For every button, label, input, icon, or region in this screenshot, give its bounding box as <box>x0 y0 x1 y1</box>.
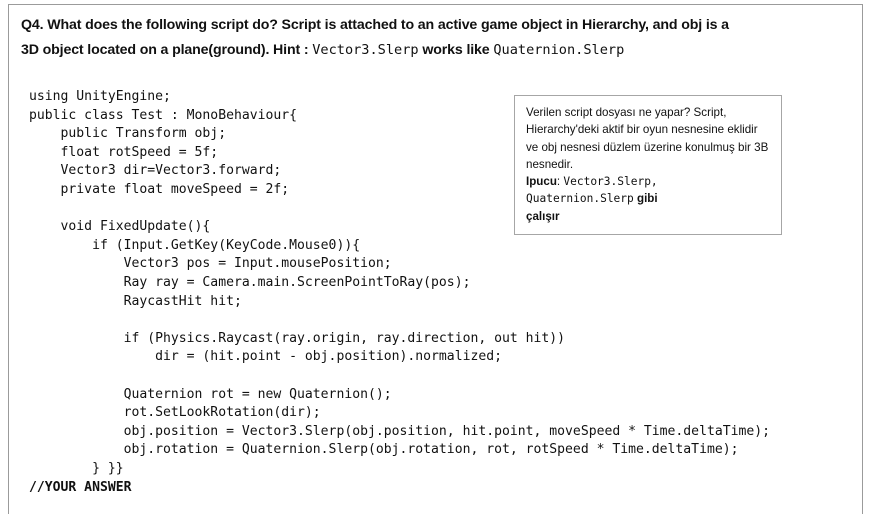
translation-hint-code-1: Vector3.Slerp, <box>563 175 658 189</box>
hint-code-vector3-slerp: Vector3.Slerp <box>312 42 419 58</box>
code-line: rot.SetLookRotation(dir); <box>29 405 321 421</box>
translation-hint-line-2: çalışır <box>526 208 771 225</box>
question-prompt-hint-prefix: 3D object located on a plane(ground). Hi… <box>21 42 309 58</box>
code-listing: using UnityEngine; public class Test : M… <box>29 88 859 497</box>
code-line: Ray ray = Camera.main.ScreenPointToRay(p… <box>29 275 471 291</box>
translation-hint-label: Ipucu <box>526 175 557 189</box>
code-line: if (Physics.Raycast(ray.origin, ray.dire… <box>29 330 566 346</box>
code-line: float rotSpeed = 5f; <box>29 144 219 160</box>
code-line: private float moveSpeed = 2f; <box>29 182 290 198</box>
code-line: } }} <box>29 460 124 476</box>
code-line: public class Test : MonoBehaviour{ <box>29 107 298 123</box>
code-line: Vector3 dir=Vector3.forward; <box>29 163 282 179</box>
code-line: Quaternion rot = new Quaternion(); <box>29 386 392 402</box>
question-prompt-line-2: 3D object located on a plane(ground). Hi… <box>21 38 851 63</box>
code-line: obj.position = Vector3.Slerp(obj.positio… <box>29 423 771 439</box>
translation-hint-line: Ipucu: Vector3.Slerp, Quaternion.Slerp g… <box>526 173 771 208</box>
answer-placeholder-line: //YOUR ANSWER <box>29 479 132 495</box>
translation-hint-code-2: Quaternion.Slerp <box>526 192 634 206</box>
question-sheet: Q4. What does the following script do? S… <box>8 4 863 514</box>
code-line: if (Input.GetKey(KeyCode.Mouse0)){ <box>29 237 361 253</box>
translation-hint-suffix-2: çalışır <box>526 209 560 223</box>
code-line: Vector3 pos = Input.mousePosition; <box>29 256 392 272</box>
question-prompt-line-1: Q4. What does the following script do? S… <box>21 17 729 33</box>
translation-hint-separator: : <box>556 175 564 189</box>
question-prompt: Q4. What does the following script do? S… <box>21 13 851 63</box>
translation-callout: Verilen script dosyası ne yapar? Script,… <box>514 95 782 236</box>
hint-code-quaternion-slerp: Quaternion.Slerp <box>493 42 625 58</box>
code-line: obj.rotation = Quaternion.Slerp(obj.rota… <box>29 442 739 458</box>
code-line: public Transform obj; <box>29 126 227 142</box>
code-line: void FixedUpdate(){ <box>29 219 211 235</box>
code-line: using UnityEngine; <box>29 89 171 105</box>
code-line: dir = (hit.point - obj.position).normali… <box>29 349 502 365</box>
translation-paragraph: Verilen script dosyası ne yapar? Script,… <box>526 106 769 171</box>
translation-hint-suffix-1: gibi <box>633 192 658 206</box>
code-line: RaycastHit hit; <box>29 293 242 309</box>
hint-connector: works like <box>422 42 490 58</box>
